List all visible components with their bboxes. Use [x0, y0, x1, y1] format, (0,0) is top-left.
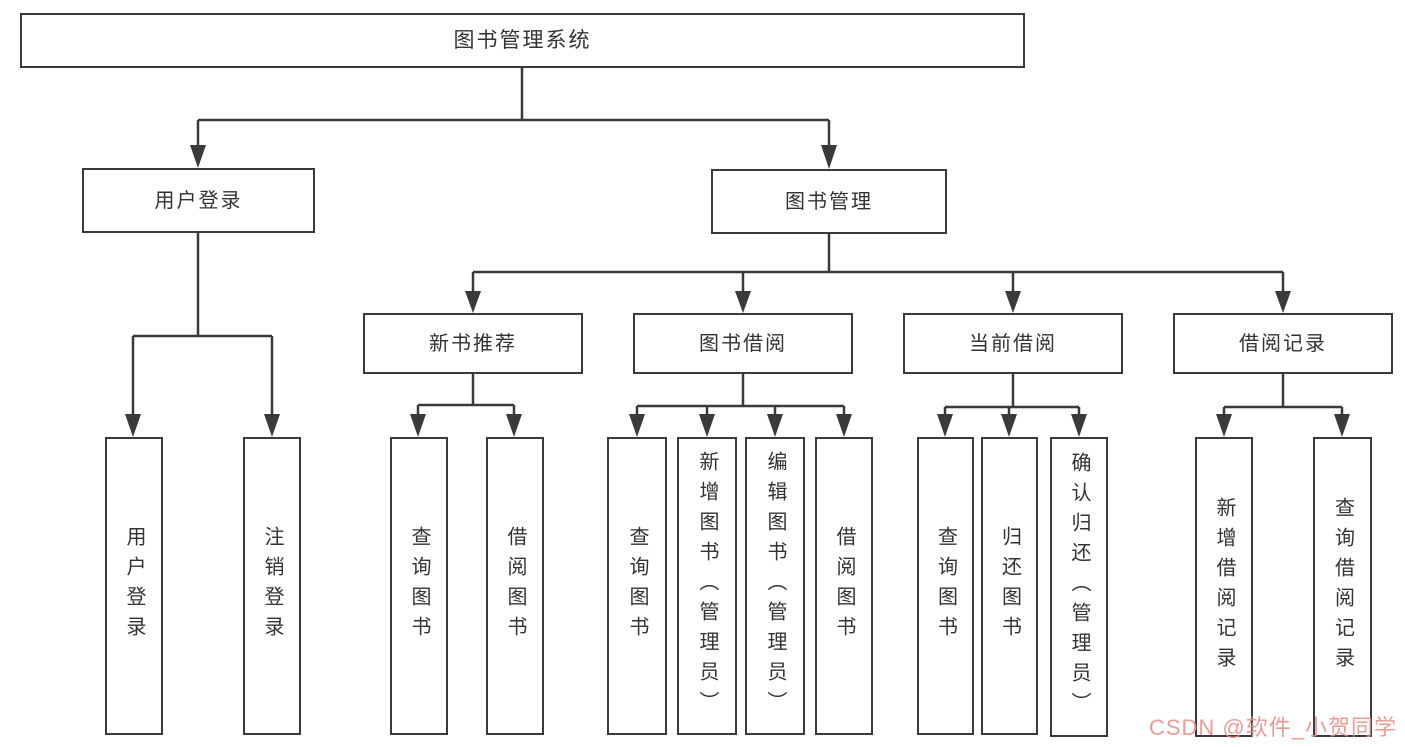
leaf-user-login-label: 用户登录 — [123, 526, 145, 646]
node-book-management-label: 图书管理 — [785, 190, 873, 213]
leaf-newbook-query-label: 查询图书 — [408, 526, 430, 646]
node-library-system: 图书管理系统 — [20, 13, 1025, 68]
node-borrow-records-label: 借阅记录 — [1239, 332, 1327, 355]
leaf-logout: 注销登录 — [243, 437, 301, 735]
connector-path — [131, 68, 1344, 416]
node-user-login: 用户登录 — [82, 168, 315, 233]
node-current-borrow: 当前借阅 — [903, 313, 1123, 374]
leaf-current-confirm-admin: 确认归还（管理员） — [1050, 437, 1108, 737]
node-book-borrow-label: 图书借阅 — [699, 332, 787, 355]
leaf-borrow-edit-admin: 编辑图书（管理员） — [745, 437, 805, 735]
leaf-current-return-label: 归还图书 — [998, 526, 1021, 646]
leaf-record-query-label: 查询借阅记录 — [1331, 497, 1354, 677]
node-current-borrow-label: 当前借阅 — [969, 332, 1057, 355]
leaf-newbook-borrow-label: 借阅图书 — [504, 526, 526, 646]
leaf-borrow-add-admin: 新增图书（管理员） — [677, 437, 737, 735]
node-borrow-records: 借阅记录 — [1173, 313, 1393, 374]
arrowheads — [125, 145, 1350, 437]
node-book-borrow: 图书借阅 — [633, 313, 853, 374]
leaf-logout-label: 注销登录 — [261, 526, 283, 646]
node-user-login-label: 用户登录 — [154, 189, 243, 212]
leaf-borrow-add-admin-label: 新增图书（管理员） — [696, 451, 718, 721]
leaf-borrow-query: 查询图书 — [607, 437, 667, 735]
node-new-book-recommend-label: 新书推荐 — [429, 332, 517, 355]
leaf-borrow-borrow-label: 借阅图书 — [833, 526, 855, 646]
node-book-management: 图书管理 — [711, 169, 947, 234]
leaf-record-query: 查询借阅记录 — [1313, 437, 1372, 737]
leaf-current-confirm-admin-label: 确认归还（管理员） — [1068, 452, 1090, 722]
leaf-current-query-label: 查询图书 — [934, 526, 957, 646]
node-new-book-recommend: 新书推荐 — [363, 313, 583, 374]
leaf-record-add: 新增借阅记录 — [1195, 437, 1253, 737]
leaf-current-query: 查询图书 — [917, 437, 974, 735]
leaf-borrow-borrow: 借阅图书 — [815, 437, 873, 735]
leaf-borrow-query-label: 查询图书 — [626, 526, 648, 646]
leaf-user-login: 用户登录 — [105, 437, 163, 735]
leaf-newbook-query: 查询图书 — [390, 437, 448, 735]
leaf-borrow-edit-admin-label: 编辑图书（管理员） — [764, 451, 786, 721]
leaf-current-return: 归还图书 — [981, 437, 1038, 735]
leaf-record-add-label: 新增借阅记录 — [1213, 497, 1235, 677]
leaf-newbook-borrow: 借阅图书 — [486, 437, 544, 735]
node-library-system-label: 图书管理系统 — [453, 29, 592, 52]
